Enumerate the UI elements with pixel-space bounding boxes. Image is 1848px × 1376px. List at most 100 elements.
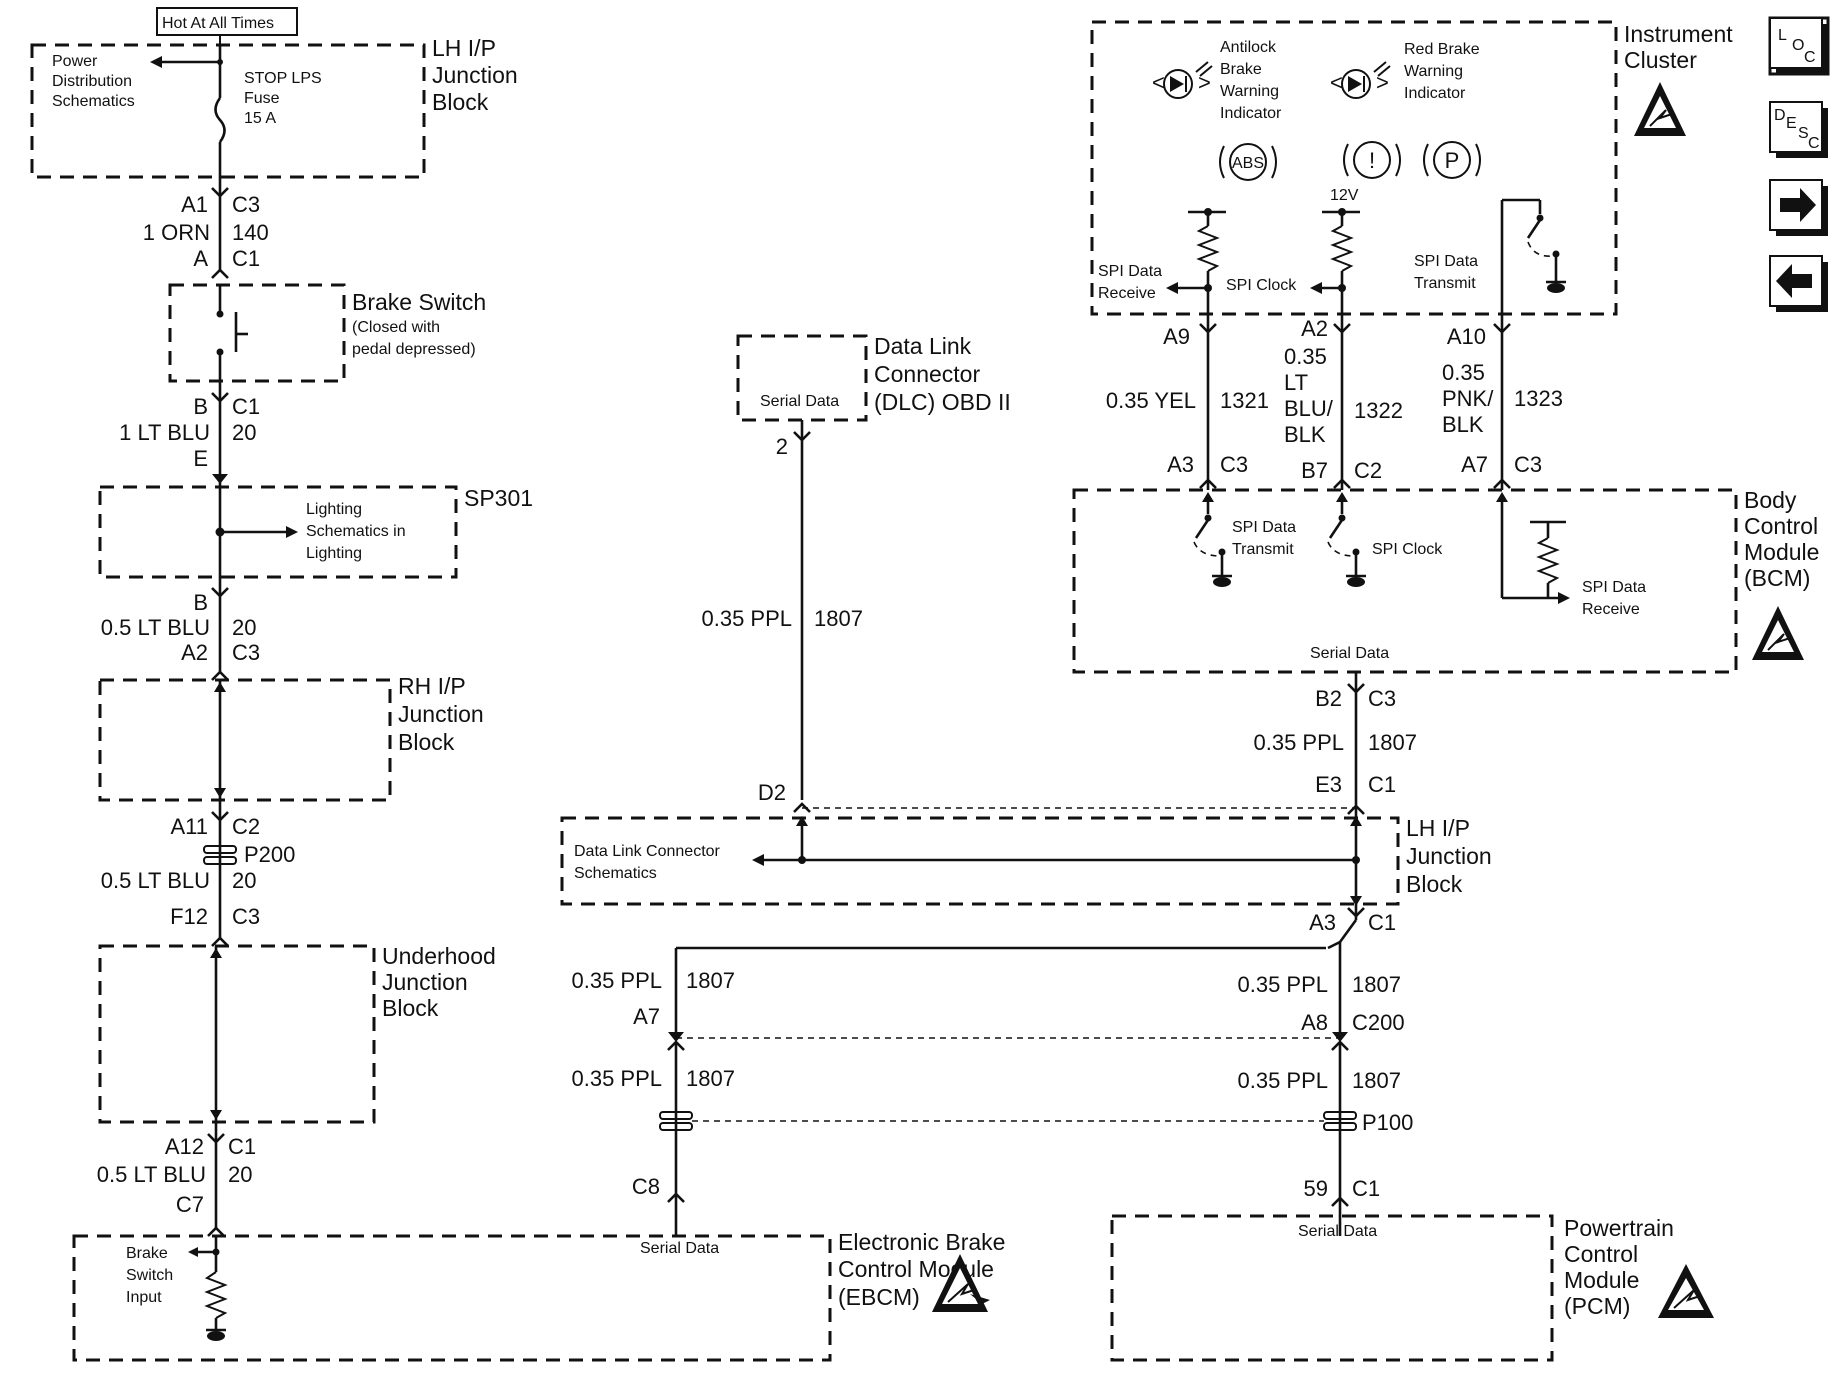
lighting-3: Lighting <box>306 545 362 562</box>
pin-e: E <box>193 446 208 471</box>
connector-b-c1: B C1 1 LT BLU 20 E <box>119 381 260 487</box>
p-symbol-text: P <box>1445 148 1460 173</box>
pcm-module: Serial Data Powertrain Control Module (P… <box>1110 1214 1714 1362</box>
svg-text:>: > <box>1376 70 1389 95</box>
wire-035-b: 0.35 <box>1442 360 1485 385</box>
bcm-spi-clock: SPI Clock <box>1372 541 1443 558</box>
pin-c7: C7 <box>176 1192 204 1217</box>
underhood-title-3: Block <box>382 995 439 1021</box>
lh-ip-to-pcm-wire: A3 C1 0.35 PPL 1807 A8 C200 0.35 PPL 180… <box>571 904 1413 1236</box>
previous-button[interactable] <box>1769 255 1828 312</box>
underhood-title-2: Junction <box>382 969 468 995</box>
loc-button[interactable]: L O C <box>1768 16 1830 76</box>
rh-ip-title-2: Junction <box>398 701 484 727</box>
pin-c1-c: C1 <box>228 1134 256 1159</box>
fuse-label: Fuse <box>244 90 280 107</box>
hot-at-all-times-label: Hot At All Times <box>156 7 298 36</box>
fuse-rating: 15 A <box>244 110 276 127</box>
pin-a3-right: A3 <box>1309 910 1336 935</box>
wire-ppl-right-3: 0.35 PPL <box>1237 1068 1328 1093</box>
abs-indicator-3: Warning <box>1220 83 1279 100</box>
dlc-title-2: Connector <box>874 361 980 387</box>
connector-a1-c3: A1 C3 1 ORN 140 A C1 <box>143 177 269 279</box>
pcm-title-3: Module <box>1564 1267 1639 1293</box>
circuit-20-a: 20 <box>232 420 256 445</box>
esd-warning-icon-pcm <box>1658 1264 1714 1318</box>
bcm-module: Body Control Module (BCM) SPI Data Trans… <box>1072 487 1819 674</box>
circuit-20-d: 20 <box>228 1162 252 1187</box>
wire-1-lt-blu: 1 LT BLU <box>119 420 210 445</box>
wire-ppl-ebcm-1: 0.35 PPL <box>571 968 662 993</box>
desc-button[interactable]: D E S C <box>1769 101 1828 158</box>
circuit-1807-ebcm-2: 1807 <box>686 1066 735 1091</box>
esd-warning-icon-bcm <box>1752 606 1804 660</box>
next-button[interactable] <box>1769 179 1828 236</box>
pin-b-2: B <box>193 590 208 615</box>
loc-letter-l: L <box>1778 27 1787 44</box>
pin-a2-cluster: A2 <box>1301 316 1328 341</box>
wire-05-lt-blu-c: 0.5 LT BLU <box>97 1162 206 1187</box>
brake-switch: Brake Switch (Closed with pedal depresse… <box>168 283 486 383</box>
pin-a3-cluster: A3 <box>1167 452 1194 477</box>
brake-switch-input-2: Switch <box>126 1267 173 1284</box>
p100-label: P100 <box>1362 1110 1413 1135</box>
rh-ip-title-3: Block <box>398 729 455 755</box>
pin-a9: A9 <box>1163 324 1190 349</box>
pcm-serial-data: Serial Data <box>1298 1223 1377 1240</box>
circuit-20-b: 20 <box>232 615 256 640</box>
lh-ip-right-title-2: Junction <box>1406 843 1492 869</box>
pin-a12: A12 <box>165 1134 204 1159</box>
wire-ppl-right-2: 0.35 PPL <box>1237 972 1328 997</box>
led-icon <box>1163 69 1193 99</box>
bcm-spi-transmit-1: SPI Data <box>1232 519 1296 536</box>
pin-c200: C200 <box>1352 1010 1405 1035</box>
sp301-splice: SP301 Lighting Schematics in Lighting <box>98 485 533 579</box>
loc-letter-c: C <box>1804 49 1816 66</box>
rh-ip-title-1: RH I/P <box>398 673 466 699</box>
pin-c1: C1 <box>232 246 260 271</box>
connector-b-a2: B 0.5 LT BLU 20 A2 C3 <box>101 577 260 681</box>
pin-b7: B7 <box>1301 458 1328 483</box>
pin-c1-pcm: C1 <box>1352 1176 1380 1201</box>
lighting-2: Schematics in <box>306 523 406 540</box>
brake-switch-input-1: Brake <box>126 1245 168 1262</box>
grommet-p100-icon <box>1323 1111 1357 1120</box>
pin-a1: A1 <box>181 192 208 217</box>
desc-letter-d: D <box>1774 107 1786 124</box>
circuit-1807-right-2: 1807 <box>1352 972 1401 997</box>
cluster-spi-transmit-2: Transmit <box>1414 275 1476 292</box>
p200-label: P200 <box>244 842 295 867</box>
red-indicator-1: Red Brake <box>1404 41 1480 58</box>
bcm-serial-data: Serial Data <box>1310 645 1389 662</box>
dlc-schematics-1: Data Link Connector <box>574 843 721 860</box>
wire-05-lt-blu-b: 0.5 LT BLU <box>101 868 210 893</box>
bcm-title-1: Body <box>1744 487 1797 513</box>
pin-c1-right-b: C1 <box>1368 910 1396 935</box>
red-brake-warning-indicator: < > Red Brake Warning Indicator ! P <box>1330 41 1481 179</box>
wire-ppl-ebcm-2: 0.35 PPL <box>571 1066 662 1091</box>
parking-brake-icon: P <box>1423 141 1481 179</box>
brake-exclamation-icon: ! <box>1343 141 1401 179</box>
arrow-left-icon-2 <box>752 854 764 866</box>
pin-c8: C8 <box>632 1174 660 1199</box>
pin-c3: C3 <box>232 192 260 217</box>
bcm-title-2: Control <box>1744 513 1818 539</box>
connector-a11-c2: A11 C2 P200 0.5 LT BLU 20 F12 C3 <box>101 800 295 947</box>
grommet-ebcm-icon <box>659 1111 693 1120</box>
dlc-wire-ppl: 0.35 PPL <box>701 606 792 631</box>
arrow-right-icon <box>286 526 298 538</box>
wire-blu: BLU/ <box>1284 396 1334 421</box>
brake-switch-note-2: pedal depressed) <box>352 341 476 358</box>
sp301-title: SP301 <box>464 485 533 511</box>
abs-indicator-4: Indicator <box>1220 105 1282 122</box>
circuit-140: 140 <box>232 220 269 245</box>
wire-pnk: PNK/ <box>1442 386 1494 411</box>
pin-c3-b: C3 <box>232 640 260 665</box>
fuse-name: STOP LPS <box>244 70 322 87</box>
pin-d2: D2 <box>758 780 786 805</box>
cluster-spi-transmit-1: SPI Data <box>1414 253 1478 270</box>
lh-ip-title-1: LH I/P <box>432 35 496 61</box>
ebcm-module: Brake Switch Input Serial Data Electroni… <box>72 1229 1005 1362</box>
abs-symbol-text: ABS <box>1232 155 1264 172</box>
